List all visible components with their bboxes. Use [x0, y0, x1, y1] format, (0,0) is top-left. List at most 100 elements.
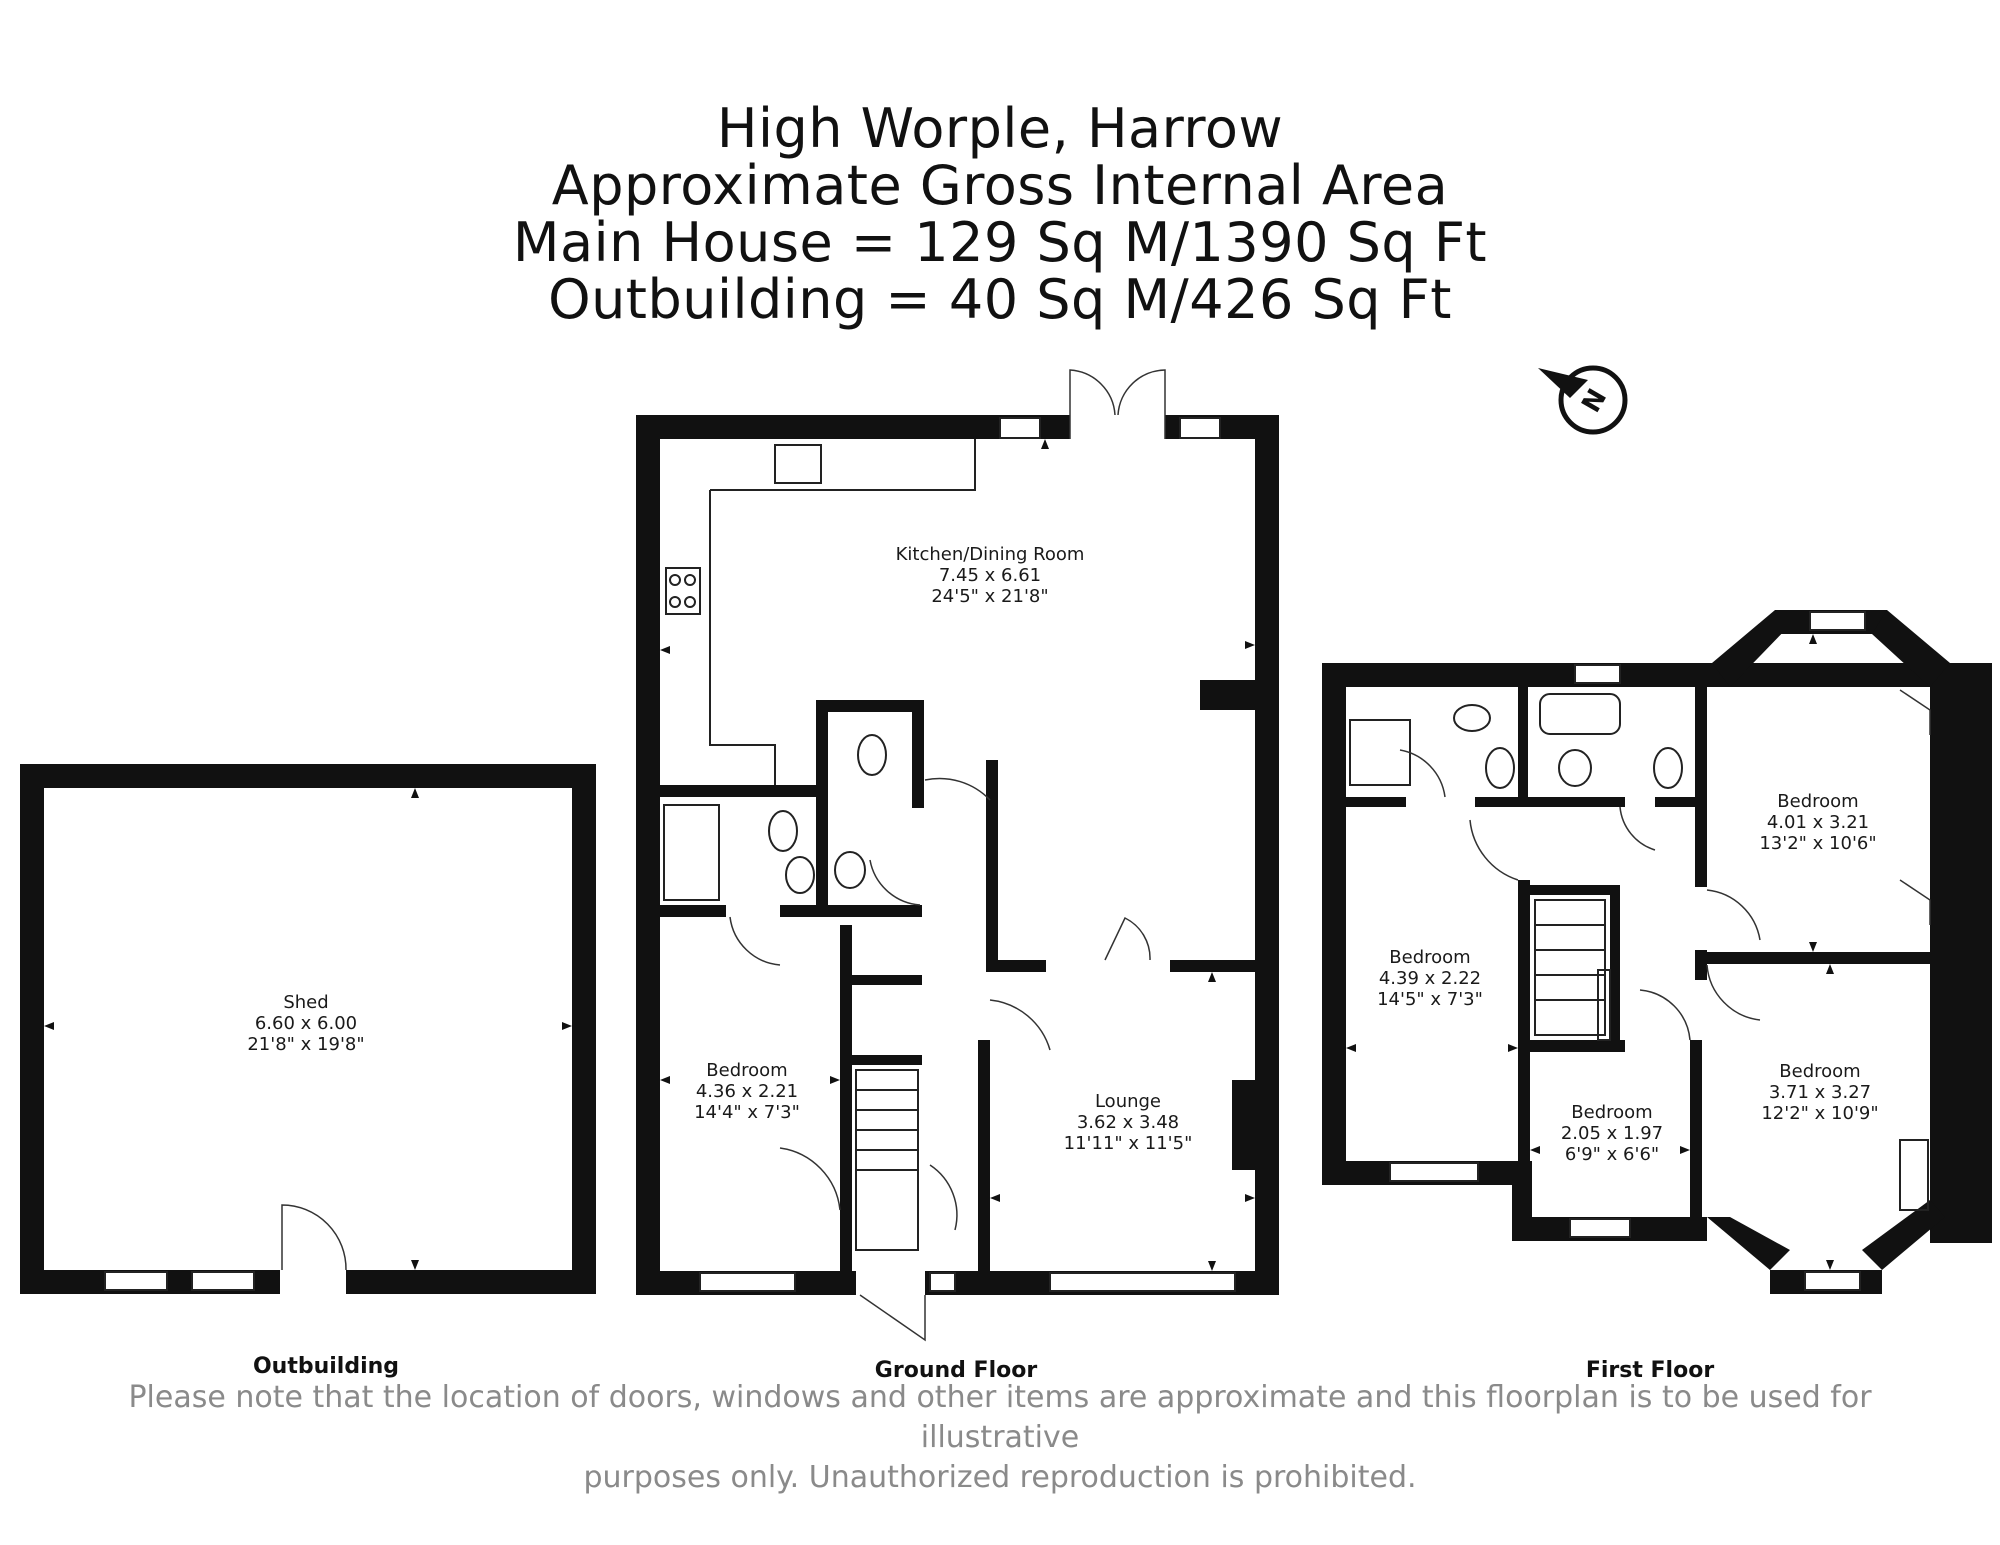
bedroom-top-right-door — [1706, 889, 1761, 941]
lounge-imperial: 11'11" x 11'5" — [1064, 1133, 1193, 1154]
ground-basin — [785, 856, 815, 894]
shed-dimension-arrow — [411, 1260, 419, 1270]
wardrobe-door — [1899, 879, 1931, 925]
bathroom-wall-bottom — [1475, 797, 1625, 807]
hob-ring — [684, 574, 696, 586]
hob-ring — [669, 596, 681, 608]
lounge-double-door — [1104, 916, 1151, 961]
porch-door — [929, 1164, 958, 1231]
bedroom-bottom-right-imperial: 12'2" x 10'9" — [1761, 1103, 1878, 1124]
title-address: High Worple, Harrow — [716, 97, 1284, 160]
ensuite-wall — [1518, 687, 1528, 807]
shower-room-wall-bottom-right — [780, 905, 922, 917]
ground-bedroom-imperial: 14'4" x 7'3" — [694, 1102, 800, 1123]
bedroom-top-right-wall-left — [1695, 687, 1707, 887]
floor-label-ground: Ground Floor — [875, 1358, 1038, 1383]
bathroom-basin — [1653, 747, 1683, 789]
lounge-name: Lounge — [1095, 1091, 1161, 1112]
small-bedroom-wall-top — [1530, 1040, 1625, 1052]
ground-shower-tray — [663, 804, 720, 901]
ensuite-basin — [1485, 747, 1515, 789]
bedroom-top-right-metric: 4.01 x 3.21 — [1767, 812, 1869, 833]
shed-wall-top — [20, 764, 596, 788]
floor-label-outbuilding: Outbuilding — [253, 1354, 399, 1379]
bedroom-small-imperial: 6'9" x 6'6" — [1565, 1144, 1659, 1165]
dimension-arrow — [1809, 942, 1817, 952]
kitchen-name: Kitchen/Dining Room — [896, 544, 1085, 565]
wc-toilet — [857, 734, 887, 776]
kitchen-sink — [774, 444, 822, 484]
title-area-heading: Approximate Gross Internal Area — [551, 154, 1449, 217]
title-block: High Worple, Harrow Approximate Gross In… — [0, 100, 2000, 328]
ground-wall-left — [636, 415, 660, 1295]
bay-bottom-window — [1804, 1271, 1861, 1291]
porch-window — [929, 1272, 956, 1292]
bay-top-right-wall — [1872, 610, 1950, 687]
bathroom-door — [1619, 806, 1656, 851]
first-right-wardrobe-block — [1930, 770, 1992, 870]
dimension-arrow — [1208, 1261, 1216, 1271]
wardrobe-door — [1899, 689, 1931, 735]
first-wall-top — [1322, 663, 1712, 687]
shed-metric: 6.60 x 6.00 — [255, 1013, 357, 1034]
bay-bottom-left-base — [1657, 1217, 1707, 1241]
garden-door-left — [1069, 369, 1116, 439]
ground-wall-top-left — [636, 415, 1070, 439]
bathroom-window — [1574, 664, 1621, 684]
ground-toilet — [768, 810, 798, 852]
ensuite-toilet — [1453, 704, 1491, 732]
bathtub — [1539, 693, 1621, 735]
bedroom-bottom-right-metric: 3.71 x 3.27 — [1769, 1082, 1871, 1103]
dimension-arrow — [660, 1076, 670, 1084]
small-bedroom-door — [1639, 989, 1691, 1041]
wc-wall-top — [816, 700, 924, 712]
compass-letter: N — [1576, 384, 1613, 418]
shower-room-wall-bottom-left — [636, 905, 726, 917]
bedroom-top-right-name: Bedroom — [1777, 791, 1858, 812]
bedroom-left-name: Bedroom — [1389, 947, 1470, 968]
first-staircase — [1534, 899, 1611, 1041]
dimension-arrow — [830, 1076, 840, 1084]
lounge-kitchen-wall — [986, 760, 998, 970]
disclaimer-line-2: purposes only. Unauthorized reproduction… — [583, 1460, 1417, 1495]
outbuilding-plan: Shed 6.60 x 6.00 21'8" x 19'8" — [20, 764, 596, 1294]
hall-wall-left — [840, 925, 852, 1271]
kitchen-counter-left — [709, 490, 776, 790]
wc-wall-right — [912, 700, 924, 808]
bay-top-left-wall — [1712, 610, 1790, 687]
shed-wall-right — [572, 764, 596, 1294]
lounge-door — [989, 999, 1051, 1051]
dimension-arrow — [1041, 439, 1049, 449]
front-door — [859, 1294, 926, 1342]
first-floor-plan: Bedroom 4.39 x 2.22 14'5" x 7'3" Bedroom… — [1322, 610, 1992, 1294]
bedroom-top-right-imperial: 13'2" x 10'6" — [1759, 833, 1876, 854]
shed-window-2 — [191, 1271, 255, 1291]
ensuite-wall-bottom — [1346, 797, 1406, 807]
ensuite-door — [1399, 749, 1446, 798]
dimension-arrow — [1245, 641, 1255, 649]
stair-enclosure-right — [1610, 885, 1620, 1040]
compass-icon: N — [1538, 365, 1628, 435]
first-shower-tray — [1349, 719, 1411, 786]
bedroom-small-metric: 2.05 x 1.97 — [1561, 1123, 1663, 1144]
kitchen-metric: 7.45 x 6.61 — [939, 565, 1041, 586]
hob-ring — [684, 596, 696, 608]
kitchen-counter-top — [710, 439, 976, 491]
ground-wall-right — [1255, 415, 1279, 1295]
bedroom-bottom-right-door — [1706, 964, 1761, 1021]
bay-bottom-left-wall — [1707, 1217, 1790, 1270]
disclaimer-line-1: Please note that the location of doors, … — [128, 1380, 1872, 1455]
fireplace — [1899, 1139, 1929, 1211]
dimension-arrow — [1245, 1194, 1255, 1202]
floor-label-first: First Floor — [1586, 1358, 1714, 1383]
bedroom-left-window — [1389, 1162, 1479, 1182]
ground-floor-plan: Kitchen/Dining Room 7.45 x 6.61 24'5" x … — [636, 369, 1279, 1342]
kitchen-imperial: 24'5" x 21'8" — [931, 586, 1048, 607]
lounge-window — [1049, 1272, 1236, 1292]
wc-basin — [834, 851, 866, 889]
title-main-house-area: Main House = 129 Sq M/1390 Sq Ft — [512, 211, 1488, 274]
disclaimer: Please note that the location of doors, … — [60, 1378, 1940, 1498]
wc-wall-left — [816, 700, 828, 915]
bedroom-divider — [1695, 952, 1930, 964]
ground-bedroom-metric: 4.36 x 2.21 — [696, 1081, 798, 1102]
